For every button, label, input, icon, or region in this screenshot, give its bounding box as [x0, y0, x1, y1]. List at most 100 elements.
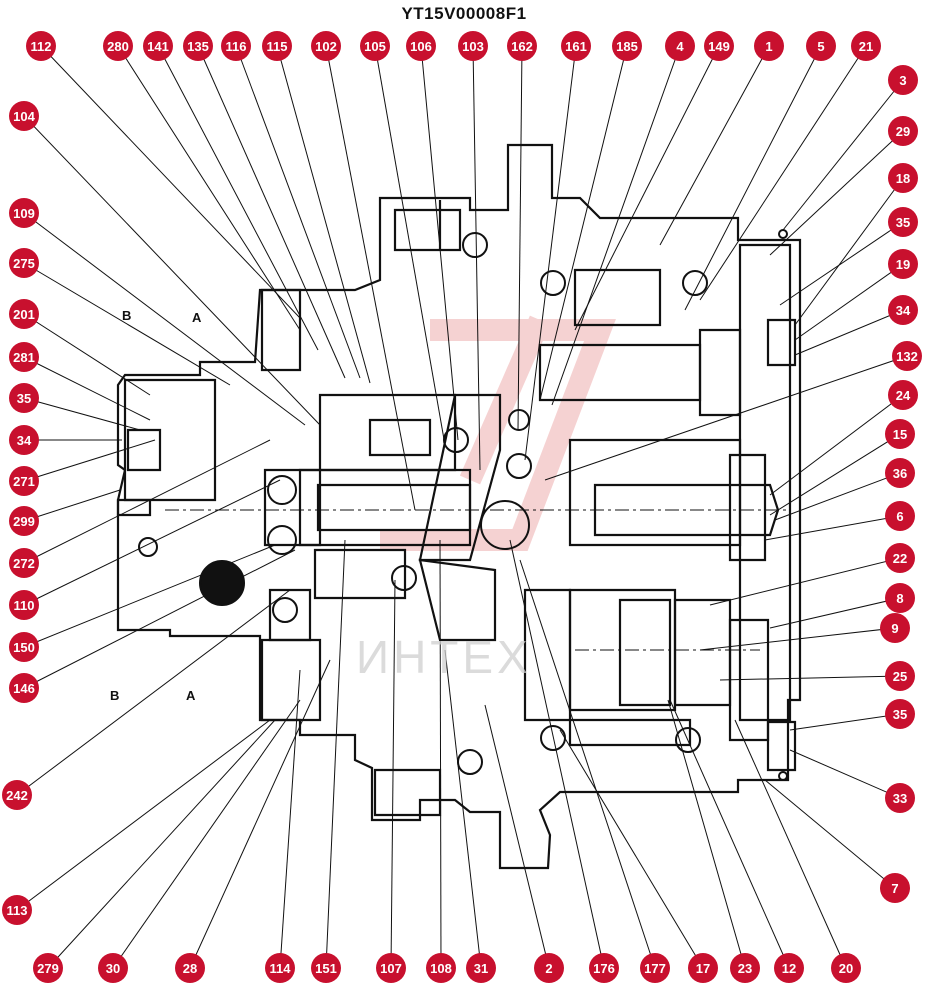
leader-line — [23, 313, 151, 396]
leader-line — [709, 557, 901, 606]
part-callout-103: 103 — [458, 31, 488, 61]
leader-line — [794, 263, 904, 341]
leader-line — [47, 719, 276, 969]
part-callout-2: 2 — [534, 953, 564, 983]
leader-line — [16, 719, 271, 911]
part-callout-281: 281 — [9, 342, 39, 372]
part-callout-34: 34 — [9, 425, 39, 455]
section-label-a-bottom: A — [186, 688, 196, 703]
part-callout-1: 1 — [754, 31, 784, 61]
part-callout-8: 8 — [885, 583, 915, 613]
leader-line — [769, 597, 901, 629]
leader-line — [325, 539, 346, 969]
part-callout-102: 102 — [311, 31, 341, 61]
part-callout-30: 30 — [98, 953, 128, 983]
watermark-logo — [380, 315, 616, 551]
part-callout-280: 280 — [103, 31, 133, 61]
leader-line — [444, 649, 482, 969]
section-label-a-top: A — [192, 310, 202, 325]
leader-line — [390, 579, 396, 969]
part-callout-242: 242 — [2, 780, 32, 810]
part-callout-116: 116 — [221, 31, 251, 61]
leader-line — [472, 45, 481, 471]
leader-line — [782, 79, 904, 231]
leader-line — [559, 729, 704, 969]
leader-line — [794, 177, 904, 326]
part-callout-35: 35 — [888, 207, 918, 237]
leader-line — [23, 439, 156, 482]
leader-line — [23, 212, 306, 426]
part-callout-29: 29 — [888, 116, 918, 146]
part-callout-104: 104 — [9, 101, 39, 131]
leader-line — [769, 130, 904, 256]
part-callout-18: 18 — [888, 163, 918, 193]
bearings-and-balls — [138, 229, 788, 781]
leader-line — [699, 627, 896, 651]
part-callout-33: 33 — [885, 783, 915, 813]
part-callout-35: 35 — [885, 699, 915, 729]
leader-line — [235, 45, 361, 379]
leader-line — [23, 479, 281, 606]
leader-line — [774, 472, 901, 521]
leader-line — [794, 309, 904, 356]
leader-line — [719, 675, 901, 681]
leader-line — [157, 45, 319, 351]
part-callout-105: 105 — [360, 31, 390, 61]
part-callout-106: 106 — [406, 31, 436, 61]
part-callout-275: 275 — [9, 248, 39, 278]
leader-line — [23, 544, 276, 648]
part-callout-176: 176 — [589, 953, 619, 983]
part-callout-151: 151 — [311, 953, 341, 983]
part-callout-110: 110 — [9, 590, 39, 620]
part-callout-3: 3 — [888, 65, 918, 95]
part-callout-135: 135 — [183, 31, 213, 61]
leader-line — [23, 489, 121, 522]
part-callout-19: 19 — [888, 249, 918, 279]
leader-line — [189, 659, 331, 969]
leader-line — [764, 779, 896, 889]
part-callout-141: 141 — [143, 31, 173, 61]
part-callout-12: 12 — [774, 953, 804, 983]
part-callout-6: 6 — [885, 501, 915, 531]
leader-line — [23, 397, 141, 431]
leader-line — [112, 699, 301, 969]
part-callout-4: 4 — [665, 31, 695, 61]
part-callout-161: 161 — [561, 31, 591, 61]
part-callout-36: 36 — [885, 458, 915, 488]
part-callout-272: 272 — [9, 548, 39, 578]
leader-line — [789, 749, 901, 799]
leader-line — [551, 45, 681, 406]
leader-line — [23, 439, 271, 564]
part-callout-35: 35 — [9, 383, 39, 413]
part-callout-109: 109 — [9, 198, 39, 228]
leader-line — [197, 45, 346, 379]
leader-line — [23, 549, 296, 689]
part-callout-5: 5 — [806, 31, 836, 61]
part-callout-24: 24 — [888, 380, 918, 410]
leader-line — [544, 355, 908, 481]
part-callout-177: 177 — [640, 953, 670, 983]
leader-line — [439, 539, 442, 969]
part-callout-23: 23 — [730, 953, 760, 983]
part-callout-132: 132 — [892, 341, 922, 371]
part-callout-17: 17 — [688, 953, 718, 983]
leader-line — [517, 45, 523, 431]
section-label-b-top: B — [122, 308, 132, 323]
leader-line — [23, 262, 231, 386]
leader-line — [484, 704, 550, 969]
part-callout-185: 185 — [612, 31, 642, 61]
part-callout-150: 150 — [9, 632, 39, 662]
leader-line — [117, 45, 301, 331]
part-callout-21: 21 — [851, 31, 881, 61]
leader-line — [16, 589, 291, 796]
leader-line — [276, 45, 371, 384]
part-callout-113: 113 — [2, 895, 32, 925]
part-callout-34: 34 — [888, 295, 918, 325]
leader-line — [374, 45, 446, 446]
part-callout-115: 115 — [262, 31, 292, 61]
leader-line — [325, 45, 416, 511]
part-callout-15: 15 — [885, 419, 915, 449]
leader-line — [23, 356, 151, 421]
watermark-text: ИНТЕХ — [356, 631, 532, 683]
